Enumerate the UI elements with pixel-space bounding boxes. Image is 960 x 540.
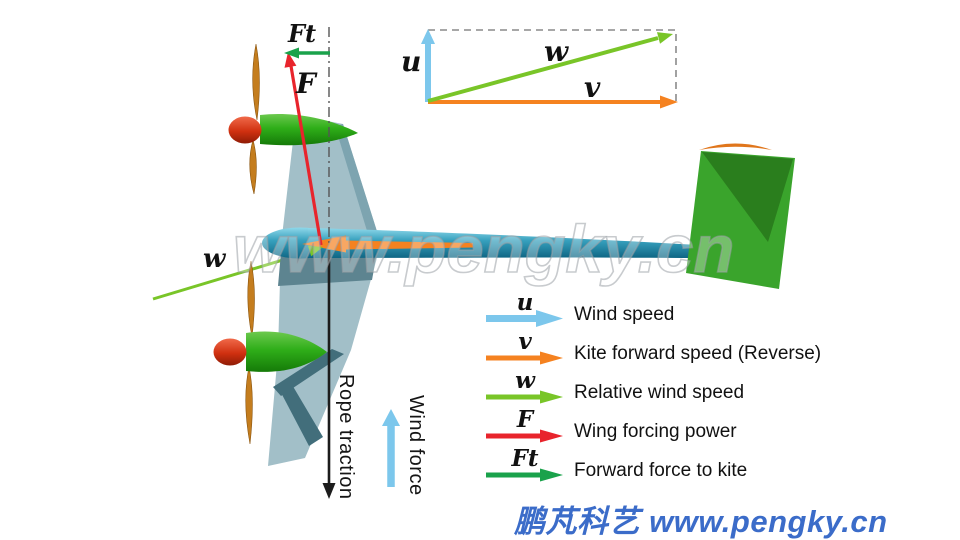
wing-forcing-power-arrow-icon: [486, 429, 563, 443]
main-wing: [268, 115, 381, 466]
watermark: www.pengky.cn: [233, 212, 734, 287]
v-arrow-on-fuselage: [302, 235, 473, 253]
legend-symbol-ft: Ft: [511, 445, 539, 472]
upper-propeller: [249, 43, 260, 195]
kite-model: [213, 43, 795, 466]
forward-force-to-kite-arrow-icon: [486, 468, 563, 482]
wind-speed-arrow-icon: [486, 310, 563, 327]
w-model-label: w: [203, 244, 226, 274]
lower-propeller: [245, 260, 255, 445]
upper-motor-nacelle: [228, 113, 358, 146]
f-label: F: [296, 67, 316, 100]
u-vector-arrow: [421, 29, 435, 102]
legend-item-wind-speed: u Wind speed: [486, 289, 821, 327]
tail-fin: [686, 143, 795, 289]
legend-item-wing-forcing-power: F Wing forcing power: [486, 406, 821, 444]
legend-label-relative-wind-speed: Relative wind speed: [574, 382, 745, 403]
kite-forward-speed-arrow-icon: [486, 351, 563, 365]
legend-label-wing-forcing-power: Wing forcing power: [574, 421, 737, 442]
legend-item-kite-forward-speed: v Kite forward speed (Reverse): [486, 328, 822, 366]
v-vector-arrow: [428, 95, 678, 109]
wind-force-label: Wind force: [405, 395, 427, 496]
legend-item-relative-wind-speed: w Relative wind speed: [486, 367, 821, 405]
ft-label: Ft: [288, 19, 317, 48]
w-vector-label: w: [544, 35, 569, 68]
legend-item-forward-force-to-kite: Ft Forward force to kite: [486, 445, 821, 483]
u-vector-label: u: [401, 45, 422, 78]
w-arrowhead: [308, 245, 323, 257]
velocity-vector-diagram: [421, 29, 678, 109]
legend-symbol-w: w: [515, 367, 535, 394]
lower-motor-nacelle: [213, 331, 327, 372]
brand-text: 鹏芃科艺 www.pengky.cn: [514, 504, 888, 539]
relative-wind-speed-arrow-icon: [486, 390, 563, 404]
legend-label-kite-forward-speed: Kite forward speed (Reverse): [574, 343, 822, 364]
legend-label-wind-speed: Wind speed: [574, 304, 675, 325]
v-vector-label: v: [584, 71, 601, 104]
rope-traction-label: Rope traction: [335, 374, 357, 500]
w-vector-arrow: [427, 32, 673, 103]
legend: u Wind speed v Kite forward speed (Rever…: [486, 289, 822, 490]
legend-symbol-f: F: [516, 406, 534, 433]
legend-symbol-u: u: [516, 289, 534, 316]
f-arrow: [284, 52, 323, 246]
legend-label-forward-force-to-kite: Forward force to kite: [574, 460, 748, 481]
wind-force-arrow: [382, 409, 400, 487]
rope-traction-arrow: [322, 250, 336, 499]
ft-arrow: [284, 47, 330, 59]
legend-symbol-v: v: [518, 328, 532, 355]
